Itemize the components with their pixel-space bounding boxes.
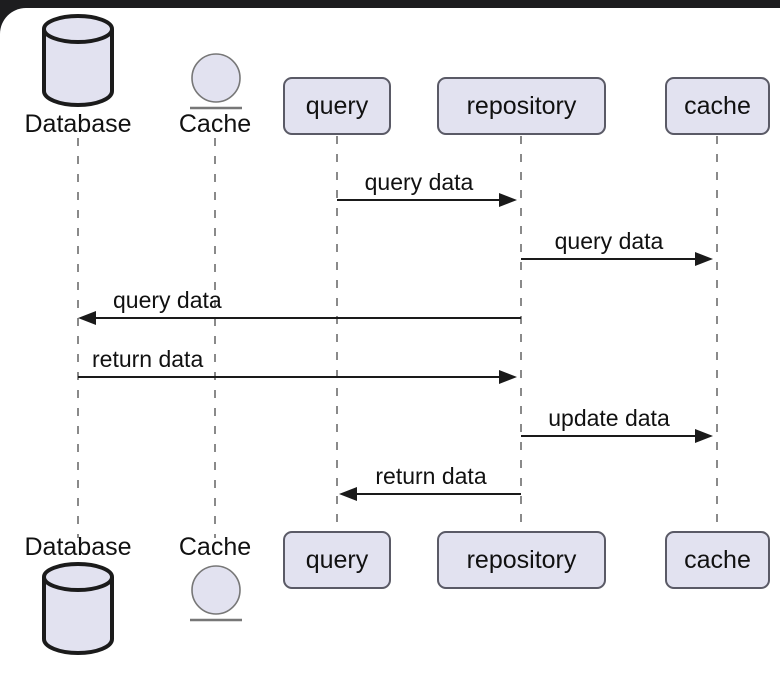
actor-label-cache-top: Cache (178, 110, 252, 138)
participant-label: repository (466, 545, 577, 574)
arrowhead-left-icon (339, 487, 357, 501)
message-label: query data (554, 228, 664, 254)
message-line (94, 317, 521, 319)
message-line (78, 376, 501, 378)
cache-entity-icon-top (189, 52, 243, 112)
message-line (355, 493, 521, 495)
lifeline-database (77, 138, 79, 538)
message-label: query data (113, 287, 222, 313)
lifeline-cache-entity (214, 138, 216, 538)
participant-query-top: query (283, 77, 391, 135)
participant-repository-bottom: repository (437, 531, 606, 589)
message-label: query data (364, 169, 474, 195)
message-label: update data (548, 405, 670, 431)
message-label: return data (375, 463, 487, 489)
database-icon-bottom (40, 560, 116, 656)
actor-label-database-top: Database (24, 110, 132, 138)
participant-label: cache (684, 545, 751, 574)
participant-label: repository (466, 91, 577, 120)
actor-label-cache-bottom: Cache (178, 533, 252, 561)
message-label: return data (92, 346, 204, 372)
participant-query-bottom: query (283, 531, 391, 589)
message-line (521, 435, 697, 437)
participant-cache-bottom: cache (665, 531, 770, 589)
participant-repository-top: repository (437, 77, 606, 135)
participant-label: cache (684, 91, 751, 120)
actor-label-database-bottom: Database (24, 533, 132, 561)
participant-label: query (305, 545, 369, 574)
arrowhead-right-icon (499, 370, 517, 384)
database-icon-top (40, 12, 116, 108)
lifeline-repository (520, 136, 522, 538)
arrowhead-right-icon (499, 193, 517, 207)
message-line (337, 199, 501, 201)
arrowhead-right-icon (695, 252, 713, 266)
lifeline-cache-box (716, 136, 718, 538)
message-line (521, 258, 697, 260)
participant-label: query (305, 91, 369, 120)
diagram-sheet: Database Cache query repository cache qu… (0, 8, 780, 682)
arrowhead-left-icon (78, 311, 96, 325)
participant-cache-top: cache (665, 77, 770, 135)
lifeline-query (336, 136, 338, 538)
cache-entity-icon-bottom (189, 564, 243, 624)
arrowhead-right-icon (695, 429, 713, 443)
